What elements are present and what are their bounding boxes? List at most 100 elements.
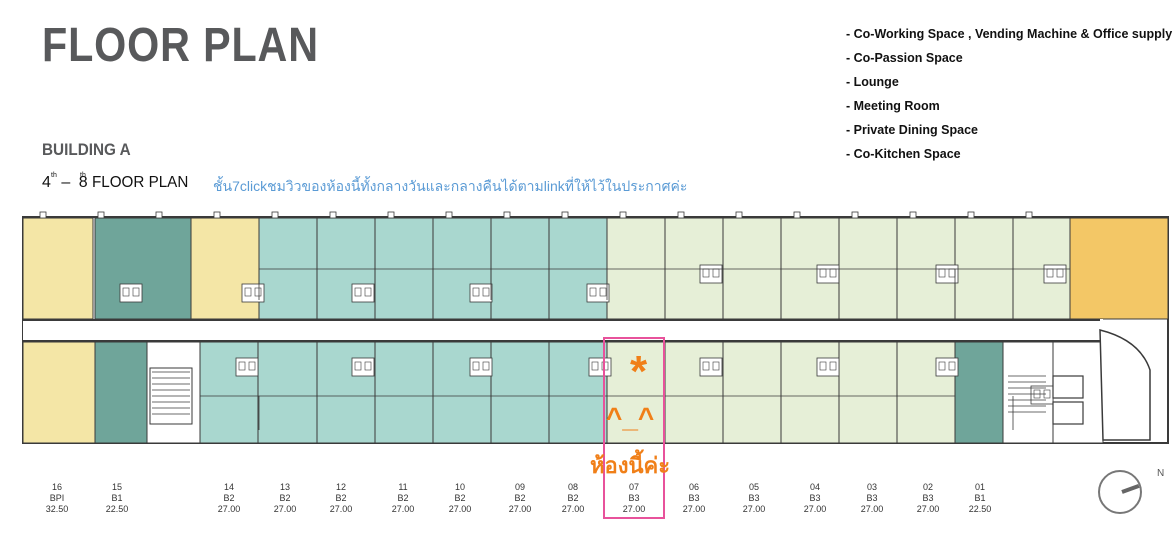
bottom-unit-block: [257, 341, 318, 444]
unit-size: 27.00: [622, 504, 646, 514]
fixture: [122, 287, 130, 297]
bathroom: [351, 357, 375, 377]
unit-size: 27.00: [803, 504, 827, 514]
fixture: [819, 361, 827, 371]
fixture: [601, 361, 609, 371]
fixture: [132, 287, 140, 297]
bottom-unit-block: [954, 341, 1004, 444]
compass-needle: [1121, 483, 1140, 494]
top-unit-block: [316, 217, 376, 320]
top-unit-block: [838, 217, 898, 320]
unit-size: 27.00: [508, 504, 532, 514]
balcony-tick: [155, 211, 163, 219]
bathroom: [235, 357, 259, 377]
unit-size: 27.00: [916, 504, 940, 514]
unit-no: 06: [688, 482, 699, 492]
fixture: [829, 361, 837, 371]
fixture: [482, 287, 490, 297]
top-unit-block: [432, 217, 492, 320]
unit-type: B3: [628, 493, 640, 503]
bottom-unit-block: [896, 341, 956, 444]
lift: [1052, 375, 1084, 399]
bathroom: [699, 264, 723, 284]
unit-no: 08: [567, 482, 578, 492]
balcony-tick: [1025, 211, 1033, 219]
unit-size: 27.00: [329, 504, 353, 514]
unit-no: 15: [111, 482, 122, 492]
page-title: FLOOR PLAN: [42, 19, 319, 72]
bathroom: [586, 283, 610, 303]
balcony-tick: [271, 211, 279, 219]
amenity-item: - Private Dining Space: [846, 123, 978, 137]
view-link-note: ชั้น7clickชมวิวของห้องนี้ทั้งกลางวันและก…: [213, 178, 688, 194]
bathroom: [935, 357, 959, 377]
highlight-star: *: [630, 347, 648, 396]
unit-type: B2: [454, 493, 466, 503]
unit-size: 27.00: [217, 504, 241, 514]
bottom-unit-block: [664, 341, 724, 444]
unit-no: 02: [922, 482, 933, 492]
unit-no: 03: [866, 482, 877, 492]
bathroom: [935, 264, 959, 284]
unit-type: B2: [223, 493, 235, 503]
balcony-tick: [387, 211, 395, 219]
top-unit-block: [1069, 217, 1169, 320]
bottom-unit-block: [722, 341, 782, 444]
balcony-tick: [329, 211, 337, 219]
unit-no: 13: [279, 482, 290, 492]
bathroom: [351, 283, 375, 303]
unit-no: 09: [514, 482, 525, 492]
highlight-box: [603, 337, 665, 519]
highlight-caption: ห้องนี้ค่ะ: [590, 453, 671, 478]
highlight-emoticon: ^_^: [606, 402, 655, 433]
floor-to-suffix: th: [80, 172, 86, 179]
fixture: [589, 287, 597, 297]
compass-north-label: N: [1157, 468, 1165, 479]
balcony-tick: [793, 211, 801, 219]
fixture: [712, 361, 720, 371]
balcony-tick: [677, 211, 685, 219]
unit-size: 22.50: [105, 504, 129, 514]
unit-no: 12: [335, 482, 346, 492]
fixture: [248, 361, 256, 371]
fixture: [702, 361, 710, 371]
bottom-unit-block: [94, 341, 148, 444]
bottom-unit-block: [374, 341, 434, 444]
fixture: [599, 287, 607, 297]
unit-size: 27.00: [391, 504, 415, 514]
bottom-unit-block: [838, 341, 898, 444]
amenity-item: - Lounge: [846, 75, 899, 89]
unit-type: B2: [397, 493, 409, 503]
unit-size: 27.00: [561, 504, 585, 514]
balcony-tick: [851, 211, 859, 219]
unit-type: B2: [567, 493, 579, 503]
unit-type: B2: [279, 493, 291, 503]
floor-dash: –: [61, 174, 71, 191]
amenities-list: - Co-Working Space , Vending Machine & O…: [846, 26, 1172, 170]
balcony-tick: [619, 211, 627, 219]
unit-size: 27.00: [682, 504, 706, 514]
fixture: [472, 287, 480, 297]
balcony-tick: [39, 211, 47, 219]
unit-type: B2: [514, 493, 526, 503]
balcony-tick: [97, 211, 105, 219]
balcony-tick: [561, 211, 569, 219]
top-unit-block: [94, 217, 192, 320]
unit-no: 10: [454, 482, 465, 492]
unit-type: BPI: [49, 493, 65, 503]
fixture: [938, 361, 946, 371]
balcony-tick: [503, 211, 511, 219]
corridor: [23, 319, 1103, 341]
top-unit-block: [490, 217, 550, 320]
amenity-item: - Co-Kitchen Space: [846, 147, 961, 161]
